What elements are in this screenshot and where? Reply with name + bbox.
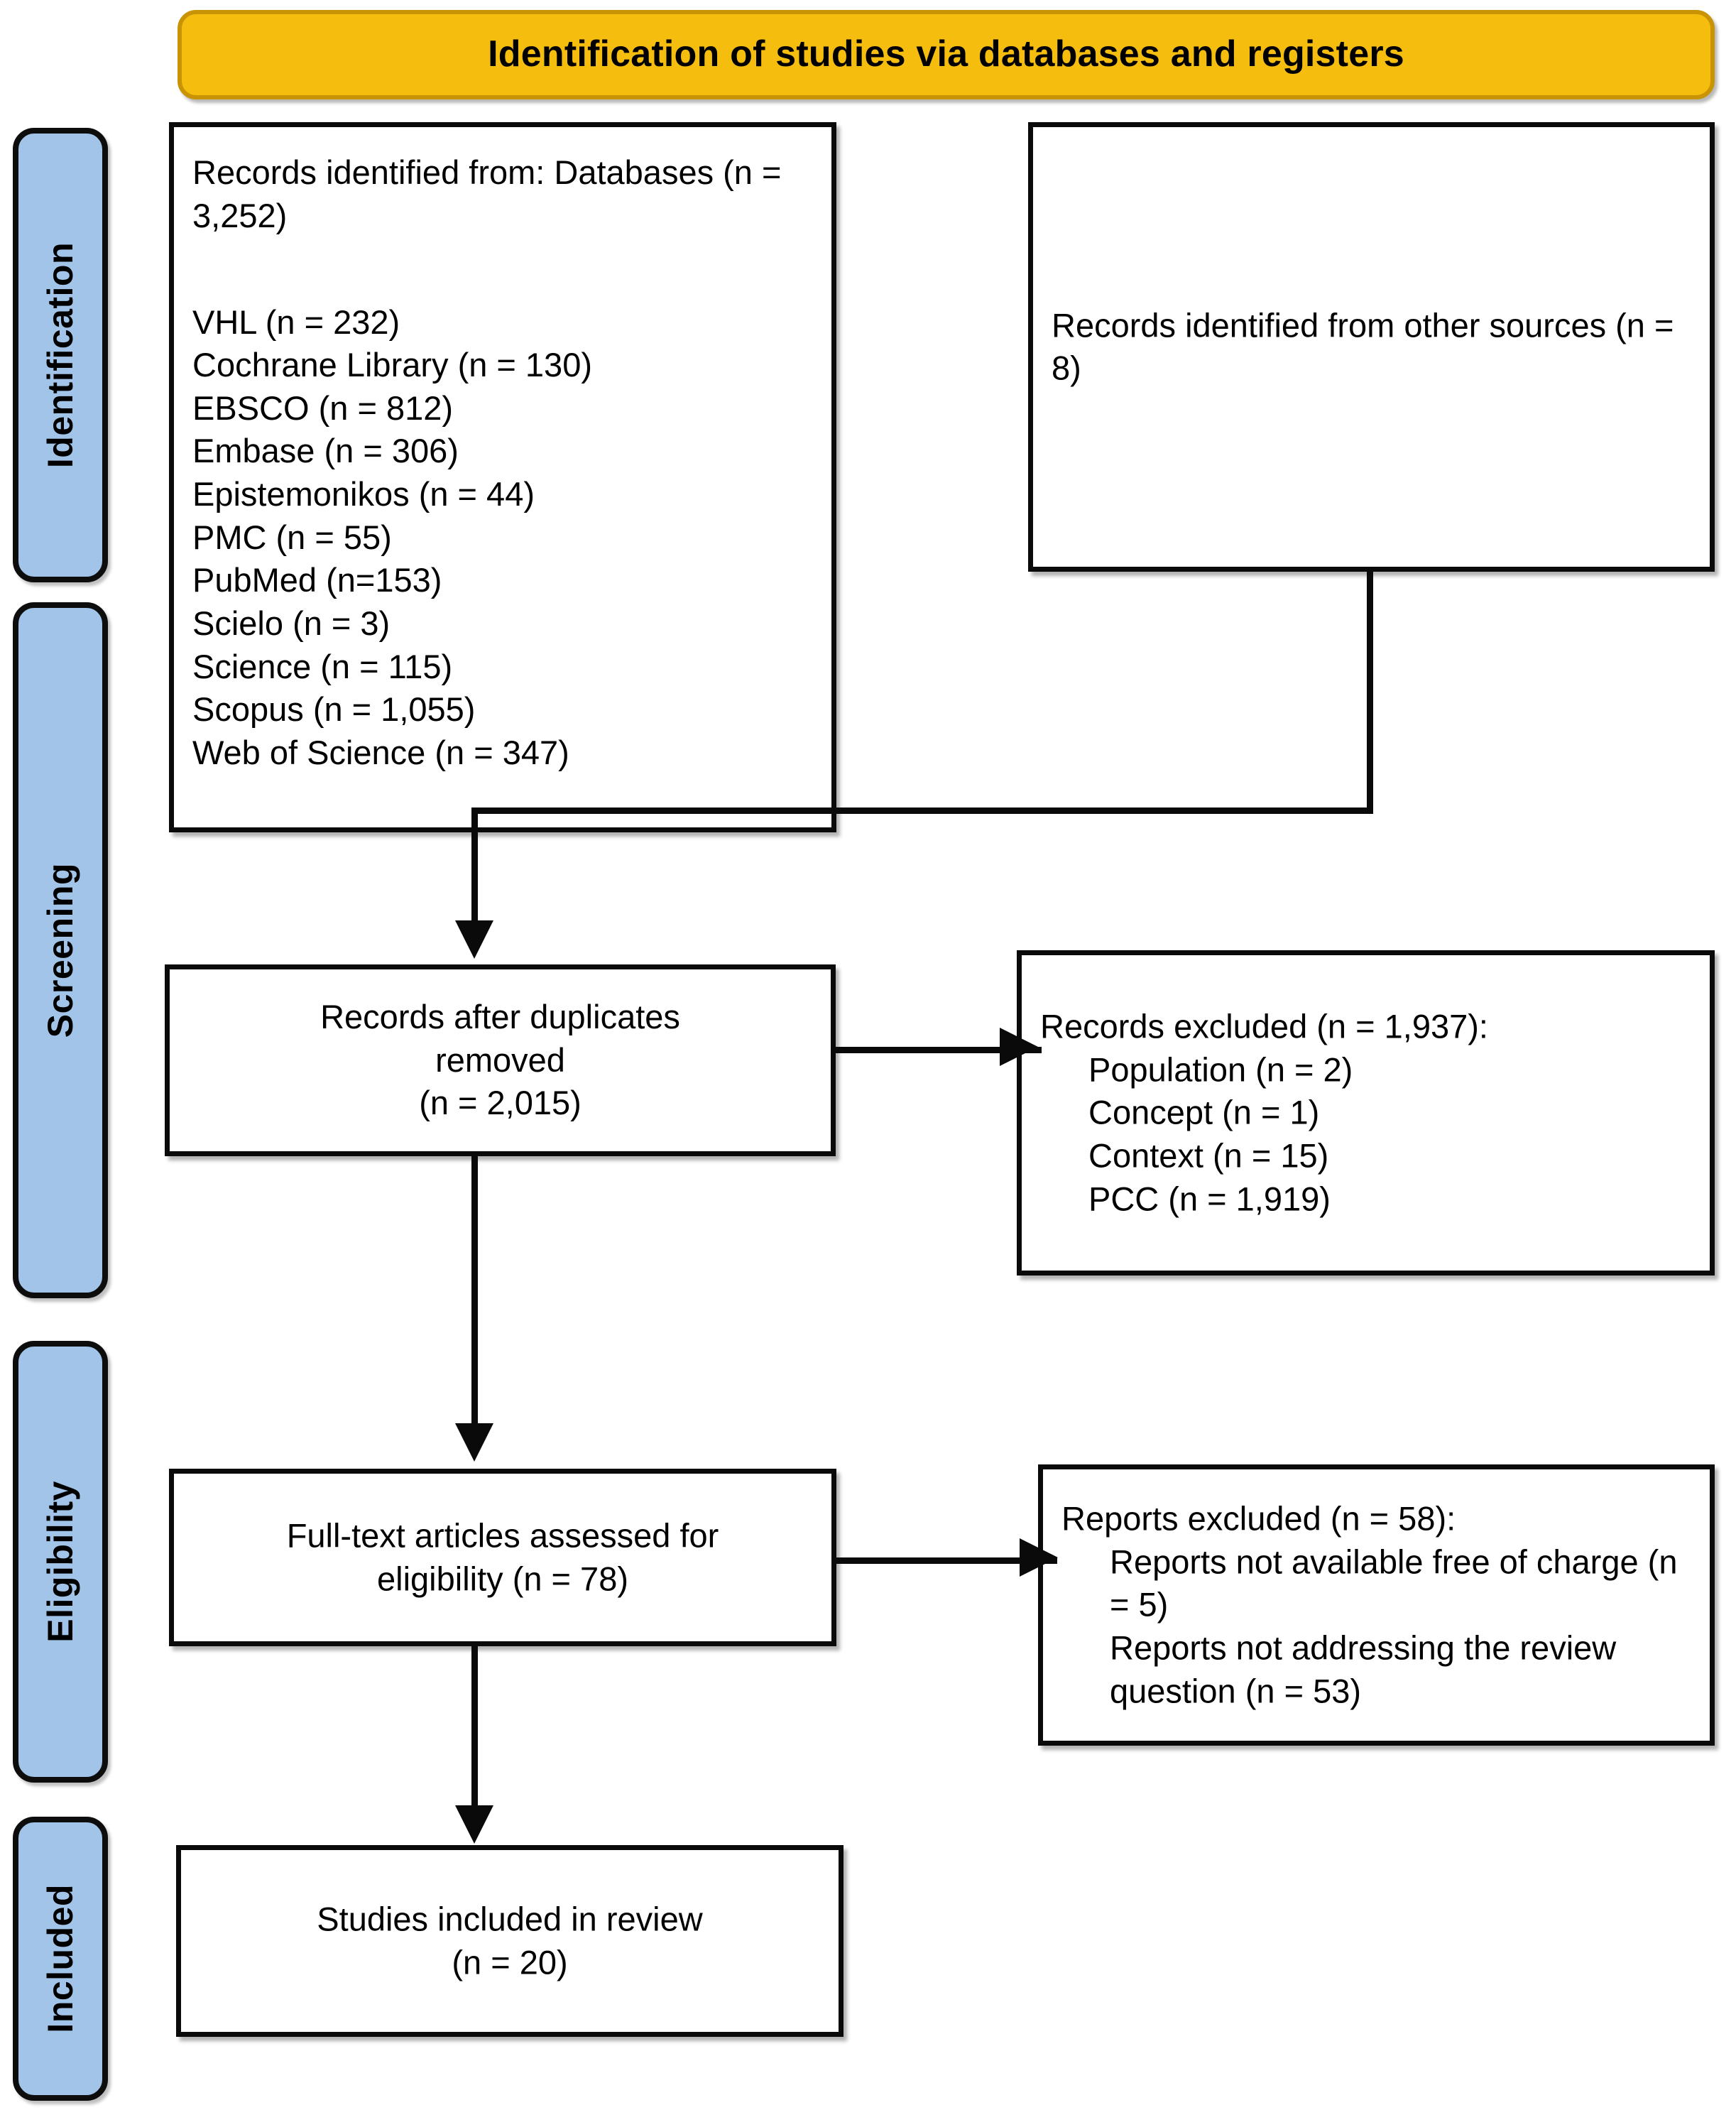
source-ebsco: EBSCO (n = 812) <box>192 388 454 427</box>
stage-tab-included: Included <box>13 1817 108 2101</box>
stage-tab-eligibility: Eligibility <box>13 1341 108 1783</box>
box-studies-included-in-review: Studies included in review (n = 20) <box>176 1845 844 2037</box>
source-web-of-science: Web of Science (n = 347) <box>192 733 569 771</box>
stage-tab-included-label: Included <box>40 1884 80 2033</box>
records-excluded-reason-concept: Concept (n = 1) <box>1088 1093 1320 1131</box>
connector-fulltext-to-reports-excluded <box>836 1557 1057 1564</box>
connector-dedup-to-fulltext <box>471 1156 478 1426</box>
reports-excluded-heading: Reports excluded (n = 58): <box>1061 1499 1456 1538</box>
included-line-1: Studies included in review <box>317 1900 703 1938</box>
connector-other-sources-vertical <box>1367 572 1373 813</box>
dedup-line-3: (n = 2,015) <box>419 1084 582 1122</box>
source-cochrane: Cochrane Library (n = 130) <box>192 346 592 384</box>
fulltext-line-2: eligibility (n = 78) <box>377 1560 628 1597</box>
dedup-line-1: Records after duplicates <box>320 998 680 1036</box>
fulltext-line-1: Full-text articles assessed for <box>286 1516 719 1555</box>
records-excluded-reason-population: Population (n = 2) <box>1088 1050 1353 1089</box>
records-excluded-reason-context: Context (n = 15) <box>1088 1136 1329 1175</box>
connector-dedup-to-records-excluded <box>836 1047 1042 1053</box>
source-epistemonikos: Epistemonikos (n = 44) <box>192 475 535 513</box>
box-records-identified-other-sources: Records identified from other sources (n… <box>1028 122 1715 572</box>
spacer <box>192 269 813 301</box>
source-pubmed: PubMed (n=153) <box>192 561 442 599</box>
box-records-excluded: Records excluded (n = 1,937): Population… <box>1017 950 1715 1276</box>
reports-excluded-reason-not-free: Reports not available free of charge (n … <box>1110 1543 1678 1624</box>
box-fulltext-articles-assessed: Full-text articles assessed for eligibil… <box>169 1469 836 1646</box>
stage-tab-screening: Screening <box>13 602 108 1298</box>
phase-banner-label: Identification of studies via databases … <box>488 33 1404 75</box>
connector-fulltext-to-included <box>471 1646 478 1808</box>
source-science: Science (n = 115) <box>192 647 453 685</box>
box-records-identified-databases: Records identified from: Databases (n = … <box>169 122 836 832</box>
other-sources-text: Records identified from other sources (n… <box>1052 305 1674 387</box>
source-vhl: VHL (n = 232) <box>192 303 400 341</box>
arrowhead-to-reports-excluded <box>1020 1538 1058 1577</box>
stage-tab-screening-label: Screening <box>40 862 80 1038</box>
arrowhead-to-records-excluded <box>1000 1028 1038 1066</box>
stage-tab-eligibility-label: Eligibility <box>40 1481 80 1643</box>
arrowhead-to-fulltext <box>455 1423 493 1462</box>
reports-excluded-reason-not-addressing: Reports not addressing the review questi… <box>1110 1628 1617 1709</box>
stage-tab-identification-label: Identification <box>40 241 80 469</box>
connector-merge-horizontal <box>471 807 1373 814</box>
box-records-after-duplicates-removed: Records after duplicates removed (n = 2,… <box>165 964 836 1156</box>
box-reports-excluded: Reports excluded (n = 58): Reports not a… <box>1038 1464 1715 1746</box>
records-excluded-heading: Records excluded (n = 1,937): <box>1040 1007 1488 1045</box>
records-excluded-reason-pcc: PCC (n = 1,919) <box>1088 1179 1331 1217</box>
source-scopus: Scopus (n = 1,055) <box>192 690 476 729</box>
phase-banner: Identification of studies via databases … <box>178 10 1715 99</box>
included-line-2: (n = 20) <box>452 1943 568 1981</box>
databases-heading: Records identified from: Databases (n = … <box>192 153 782 234</box>
arrowhead-to-included <box>455 1805 493 1844</box>
stage-tab-identification: Identification <box>13 128 108 582</box>
spacer <box>192 237 813 269</box>
source-pmc: PMC (n = 55) <box>192 518 392 556</box>
arrowhead-to-dedup <box>455 920 493 959</box>
source-scielo: Scielo (n = 3) <box>192 604 391 642</box>
connector-merge-vertical <box>471 807 478 925</box>
dedup-line-2: removed <box>435 1040 565 1079</box>
source-embase: Embase (n = 306) <box>192 432 459 470</box>
